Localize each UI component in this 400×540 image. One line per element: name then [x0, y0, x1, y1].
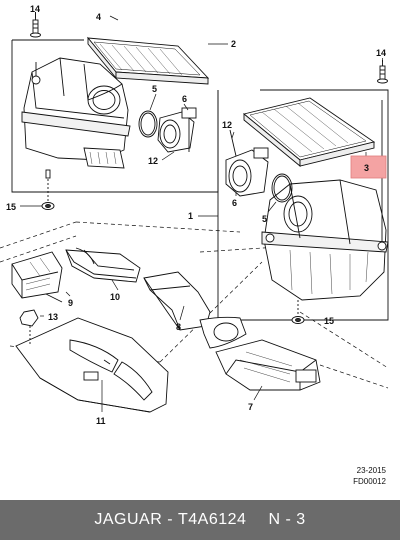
callout-14-right: 14: [376, 48, 386, 58]
callout-13: 13: [48, 312, 58, 322]
callout-10: 10: [110, 292, 120, 302]
callout-11: 11: [96, 416, 106, 426]
footer-separator: -: [162, 511, 178, 528]
footer-part-number: T4A6124: [178, 511, 247, 528]
callout-5-left: 5: [152, 84, 157, 94]
air-box-left: [21, 57, 131, 169]
callout-12-right: 12: [222, 120, 232, 130]
callout-8: 8: [176, 322, 181, 332]
seal-ring-right: [271, 173, 293, 203]
callout-7: 7: [248, 402, 253, 412]
parts-diagram: 14 4 2 5 6 12 15 14 12 3 1 6 5 9 10 13 8…: [0, 4, 389, 426]
callout-labels: 14 4 2 5 6 12 15 14 12 3 1 6 5 9 10 13 8…: [6, 4, 386, 426]
intake-inlet: [11, 251, 63, 303]
air-filter-right: [243, 97, 376, 167]
bolt-left: [30, 12, 41, 38]
footer-brand: JAGUAR: [94, 511, 163, 528]
callout-15-right: 15: [324, 316, 334, 326]
intake-tube: [143, 271, 247, 349]
callout-1: 1: [188, 211, 193, 221]
callout-15-left: 15: [6, 202, 16, 212]
grommet-left: [41, 169, 55, 210]
maf-sensor-left: [157, 107, 197, 153]
maf-sensor-right: [225, 129, 269, 197]
footer-bar: JAGUAR - T4A6124 N - 3: [0, 500, 400, 540]
part-3-highlight: [350, 155, 387, 179]
reference-code: FD00012: [353, 477, 386, 486]
callout-2: 2: [231, 39, 236, 49]
air-box-right: [261, 100, 389, 301]
callout-6-right: 6: [232, 198, 237, 208]
callout-14-left: 14: [30, 4, 40, 14]
air-filter-left: [86, 36, 210, 85]
under-tray: [15, 317, 169, 413]
seal-ring-left: [138, 110, 158, 138]
callout-9: 9: [68, 298, 73, 308]
footer-position: N - 3: [268, 511, 306, 528]
grommet-right: [291, 300, 305, 324]
callout-6-left: 6: [182, 94, 187, 104]
intake-duct: [65, 247, 141, 283]
resonator-duct: [215, 339, 321, 391]
callout-3: 3: [364, 163, 369, 173]
callout-4: 4: [96, 12, 101, 22]
reference-date: 23-2015: [356, 466, 386, 475]
right-box-outline: [217, 89, 389, 321]
callout-5-right: 5: [262, 214, 267, 224]
bolt-right: [377, 60, 388, 84]
clip: [19, 309, 39, 346]
callout-12-left: 12: [148, 156, 158, 166]
